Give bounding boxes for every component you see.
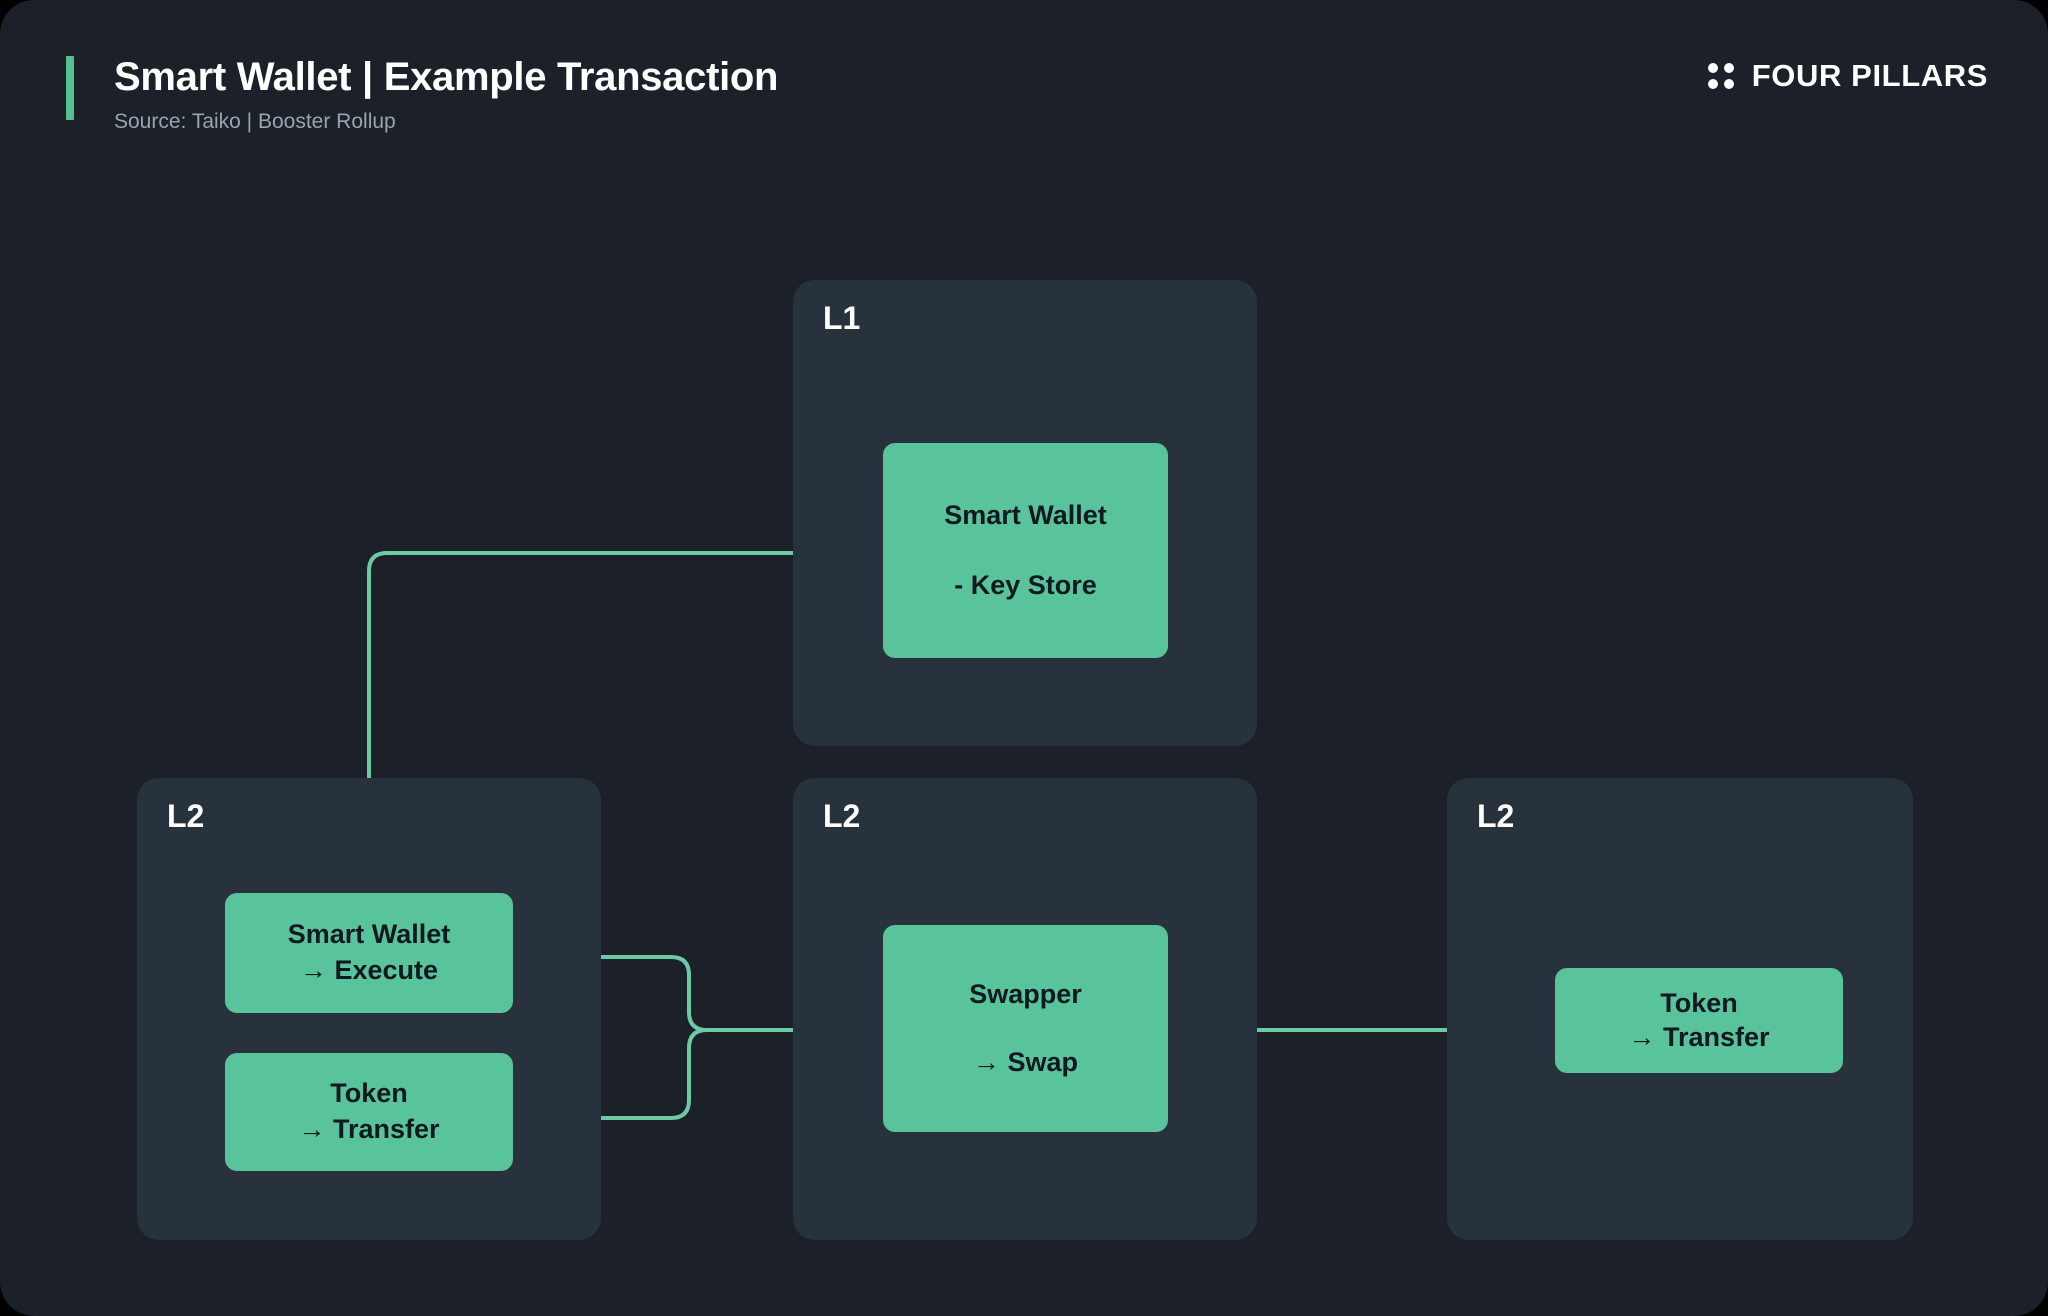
panel-l2-b-label: L2 [823, 798, 861, 834]
node-subtitle: → Transfer [1628, 1021, 1770, 1052]
brand-logo: FOUR PILLARS [1707, 56, 1988, 96]
panel-l2-c-label: L2 [1477, 798, 1515, 834]
brand-name: FOUR PILLARS [1751, 58, 1988, 93]
page-title: Smart Wallet | Example Transaction [114, 55, 779, 99]
accent-bar [66, 56, 74, 120]
node-l2a-token[interactable]: Token → Transfer [225, 1053, 513, 1171]
node-title: Swapper [969, 978, 1082, 1009]
node-title: Token [1660, 987, 1738, 1018]
panel-l1-label: L1 [823, 300, 861, 336]
page-header: Smart Wallet | Example Transaction Sourc… [0, 0, 2048, 160]
node-l2b-swapper[interactable]: Swapper → Swap [883, 925, 1168, 1132]
node-subtitle: → Execute [299, 955, 439, 985]
node-title: Smart Wallet [287, 919, 451, 950]
page-subtitle: Source: Taiko | Booster Rollup [114, 110, 396, 133]
node-l1-smart-wallet[interactable]: Smart Wallet - Key Store [883, 443, 1168, 658]
panel-l2-a-label: L2 [167, 798, 205, 834]
node-subtitle: → Transfer [298, 1114, 440, 1144]
node-title: Token [330, 1078, 408, 1109]
four-dots-icon [1707, 63, 1734, 89]
node-title: Smart Wallet [944, 499, 1107, 530]
node-subtitle: - Key Store [954, 569, 1097, 600]
node-subtitle: → Swap [972, 1046, 1079, 1077]
node-l2a-smart-wallet[interactable]: Smart Wallet → Execute [225, 893, 513, 1013]
node-l2c-token[interactable]: Token → Transfer [1555, 968, 1843, 1073]
